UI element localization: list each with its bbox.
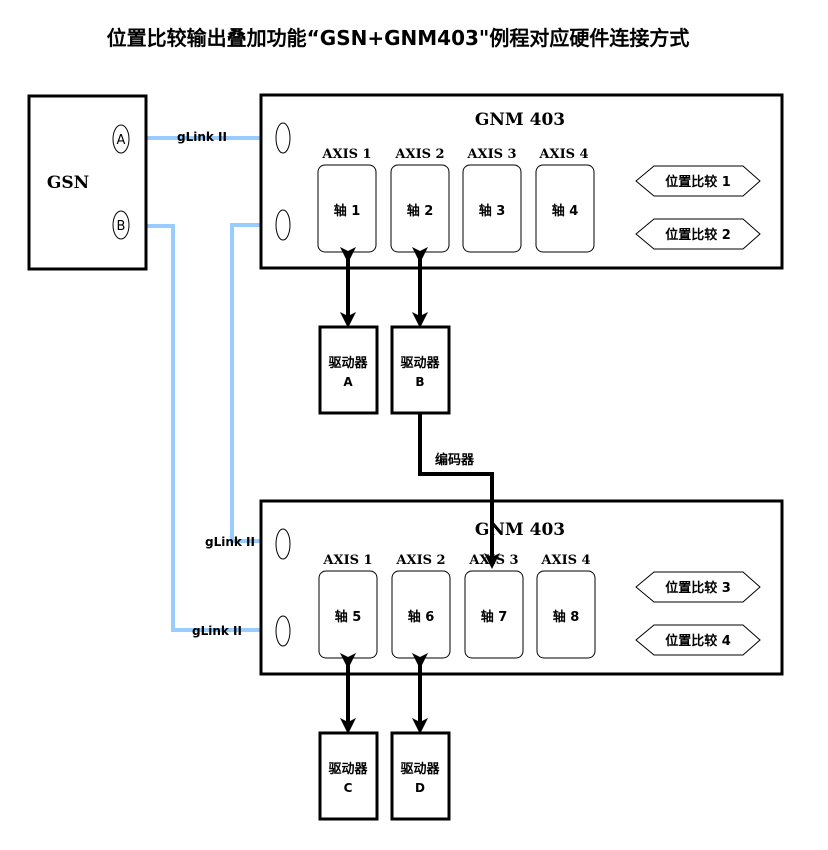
gnm-top-axis-box-3 <box>462 164 522 253</box>
driver-d: 驱动器 D <box>390 731 451 821</box>
glink-label-mid: gLink II <box>205 535 255 549</box>
gnm-top-axis-header-1: AXIS 1 <box>321 147 371 162</box>
gnm-bottom-axis-header-2: AXIS 2 <box>395 553 445 568</box>
gnm-top-axis-header-2: AXIS 2 <box>394 147 444 162</box>
gnm-top-axis-header-3: AXIS 3 <box>466 147 516 162</box>
gsn-port-a <box>112 124 130 154</box>
gsn-port-b <box>112 210 130 240</box>
driver-d-id: D <box>415 781 425 795</box>
gsn-port-b-label: B <box>117 219 126 234</box>
driver-a-id: A <box>343 375 353 389</box>
gnm-bottom-axis-8: 轴 8 <box>553 609 580 625</box>
encoder-cable <box>418 413 500 569</box>
gnm-top-port-1 <box>275 122 291 154</box>
gsn-label: GSN <box>47 173 89 193</box>
glink-cable-mid <box>230 223 278 543</box>
gnm-bottom-module: GNM 403 AXIS 1 AXIS 2 AXIS 3 AXIS 4 轴 5 … <box>259 499 784 676</box>
driver-b: 驱动器 B <box>390 325 451 415</box>
gnm-top-compare-2: 位置比较 2 <box>665 227 731 243</box>
gnm-bottom-axis-header-4: AXIS 4 <box>540 553 590 568</box>
encoder-label: 编码器 <box>435 452 475 468</box>
glink-label-top: gLink II <box>177 130 227 144</box>
glink-label-bottom: gLink II <box>192 624 242 638</box>
gnm-bottom-axis-5: 轴 5 <box>335 609 362 625</box>
driver-c-label: 驱动器 <box>328 762 368 777</box>
gnm-bottom-compare-3: 位置比较 3 <box>665 580 731 596</box>
glink-cables <box>128 136 278 632</box>
gnm-bottom-axis-header-1: AXIS 1 <box>322 553 372 568</box>
gnm-bottom-axis-box-3 <box>464 570 524 659</box>
gnm-bottom-port-1 <box>275 528 291 560</box>
gnm-top-axis-box-4 <box>535 164 595 253</box>
gnm-top-port-2 <box>275 209 291 241</box>
driver-c-id: C <box>344 781 353 795</box>
gnm-top-axis-1: 轴 1 <box>334 203 361 219</box>
gnm-bottom-port-2 <box>275 615 291 647</box>
gnm-top-axis-3: 轴 3 <box>479 203 506 219</box>
gnm-bottom-compare-4-shape <box>635 624 761 656</box>
driver-b-label: 驱动器 <box>400 356 440 371</box>
gnm-bottom-compare-3-shape <box>635 571 761 603</box>
gnm-bottom-compare-4: 位置比较 4 <box>665 633 731 649</box>
gnm-top-compare-1: 位置比较 1 <box>665 174 731 190</box>
glink-cable-bottom <box>128 224 278 632</box>
driver-c: 驱动器 C <box>318 731 379 821</box>
gnm-bottom-axis-box-4 <box>536 570 596 659</box>
gnm-bottom-axis-7: 轴 7 <box>481 609 508 625</box>
gsn-port-a-label: A <box>117 133 126 148</box>
gnm-top-axis-4: 轴 4 <box>552 203 579 219</box>
gnm-bottom-axis-6: 轴 6 <box>408 609 435 625</box>
gnm-top-axis-header-4: AXIS 4 <box>538 147 588 162</box>
diagram-title: 位置比较输出叠加功能“GSN+GNM403"例程对应硬件连接方式 <box>107 26 690 50</box>
gnm-top-compare-1-shape <box>635 165 761 197</box>
driver-d-label: 驱动器 <box>400 762 440 777</box>
gnm-top-module: GNM 403 AXIS 1 AXIS 2 AXIS 3 AXIS 4 轴 1 … <box>259 93 784 270</box>
gsn-controller: GSN A B <box>27 94 148 271</box>
driver-b-id: B <box>415 375 424 389</box>
driver-a: 驱动器 A <box>318 325 379 415</box>
gnm-top-label: GNM 403 <box>475 110 565 130</box>
gnm-top-axis-2: 轴 2 <box>407 203 434 219</box>
gnm-bottom-label: GNM 403 <box>475 520 565 540</box>
driver-a-label: 驱动器 <box>328 356 368 371</box>
gnm-top-compare-2-shape <box>635 218 761 250</box>
